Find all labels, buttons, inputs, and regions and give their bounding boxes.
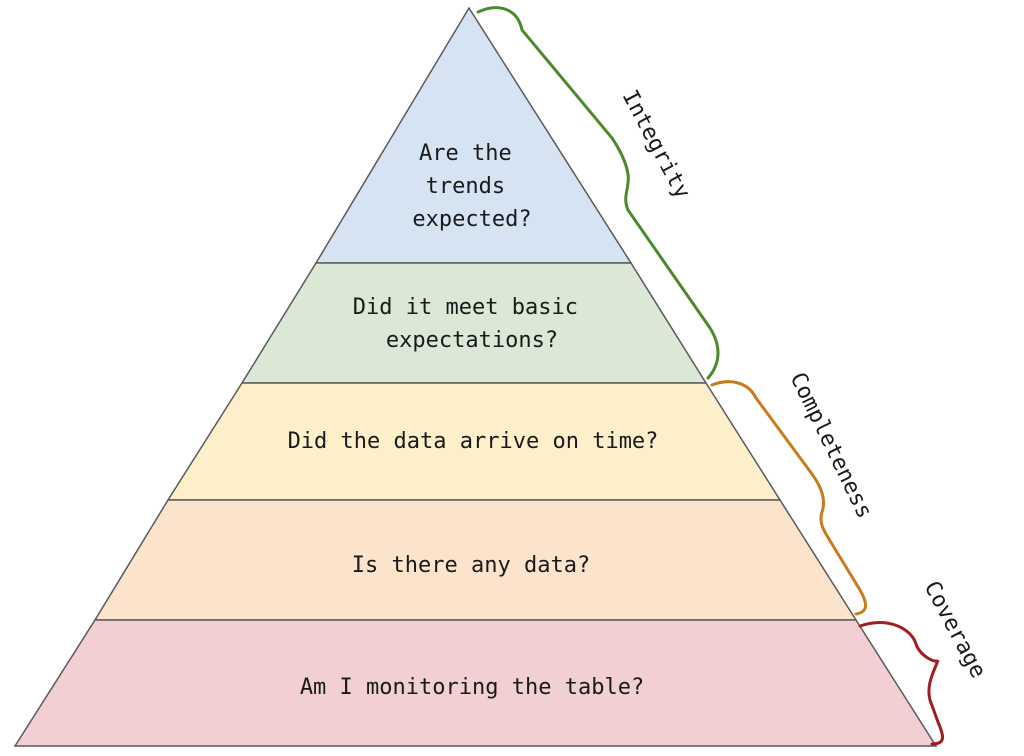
tier-3-line-1: Did the data arrive on time?	[288, 429, 659, 454]
tier-3-label: Did the data arrive on time?	[288, 429, 659, 454]
integrity-brace	[476, 6, 720, 380]
coverage-brace	[858, 621, 944, 746]
tier-1-line-1: Are the	[419, 141, 512, 166]
tier-1-line-3: expected?	[412, 207, 531, 232]
tier-1-label: Are the trends expected?	[412, 141, 531, 232]
tier-1-line-2: trends	[426, 174, 505, 199]
coverage-label: Coverage	[919, 577, 991, 682]
tier-2-line-1: Did it meet basic	[353, 295, 578, 320]
tier-4-line-1: Is there any data?	[352, 553, 590, 578]
tier-5-shape	[13, 619, 938, 747]
tier-5-label: Am I monitoring the table?	[300, 675, 644, 700]
tier-5-line-1: Am I monitoring the table?	[300, 675, 644, 700]
tier-4-label: Is there any data?	[352, 553, 590, 578]
tier-2-label: Did it meet basic expectations?	[353, 295, 591, 353]
completeness-brace	[710, 380, 867, 616]
tier-2-shape	[240, 262, 708, 384]
tier-2-line-2: expectations?	[386, 328, 558, 353]
completeness-label: Completeness	[785, 369, 877, 523]
